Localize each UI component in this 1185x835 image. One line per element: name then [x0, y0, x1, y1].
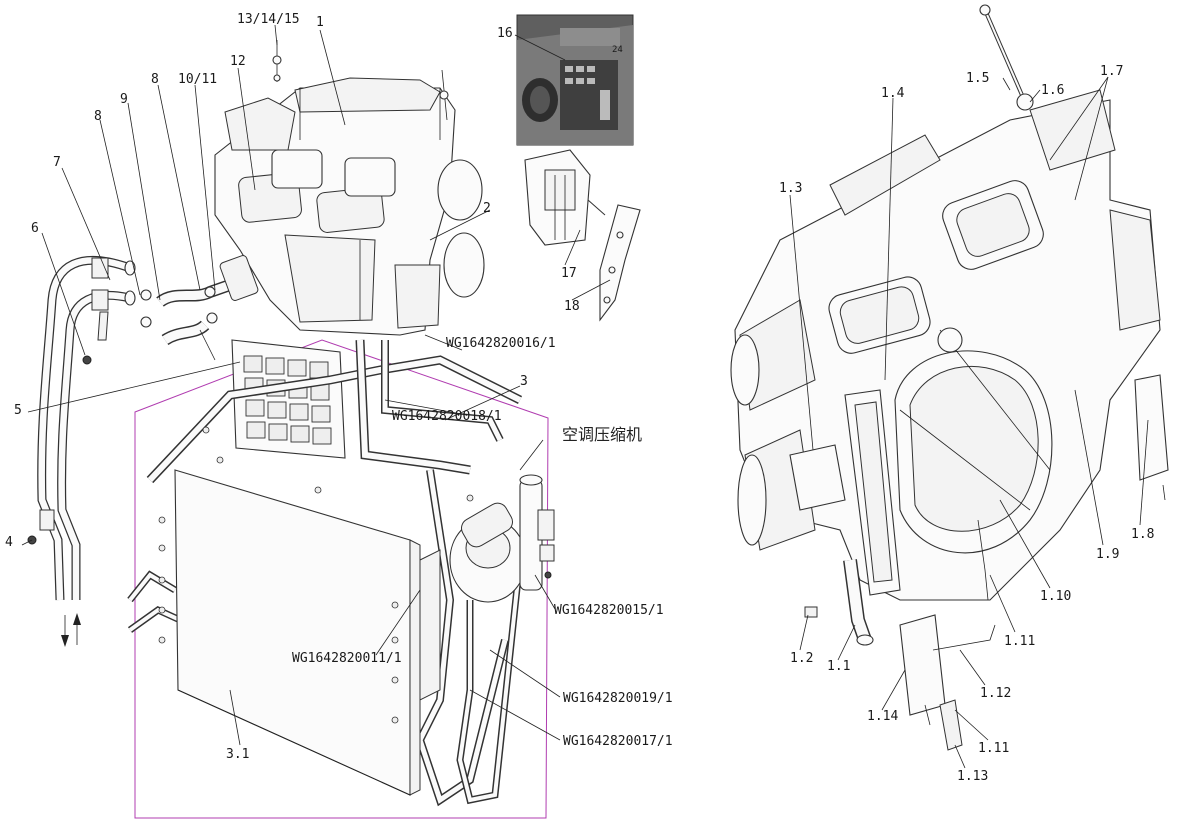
callout-1-5: 1.5 — [966, 71, 989, 86]
inset-number: 24 — [612, 45, 623, 55]
right-leader-lines — [789, 76, 1149, 769]
callout-1-10: 1.10 — [1040, 589, 1071, 604]
callout-9: 9 — [120, 92, 128, 107]
callout-7: 7 — [53, 155, 61, 170]
callout-1-1: 1.1 — [827, 659, 850, 674]
callout-2: 2 — [483, 201, 491, 216]
callout-1-11-b: 1.11 — [978, 741, 1009, 756]
callout-18: 18 — [564, 299, 580, 314]
control-unit — [524, 149, 606, 246]
valve-hoses — [140, 255, 259, 361]
callout-1: 1 — [316, 15, 324, 30]
callout-1-11-a: 1.11 — [1004, 634, 1035, 649]
callout-8-b: 8 — [151, 72, 159, 87]
callout-1-9: 1.9 — [1096, 547, 1119, 562]
heater-hoses — [27, 255, 136, 647]
callout-1-8: 1.8 — [1131, 527, 1154, 542]
part-number-19: WG1642820019/1 — [563, 691, 673, 706]
callout-1-2: 1.2 — [790, 651, 813, 666]
part-number-11: WG1642820011/1 — [292, 651, 402, 666]
callout-1-14: 1.14 — [867, 709, 898, 724]
hvac-housing — [214, 77, 485, 336]
callout-1-7: 1.7 — [1100, 64, 1123, 79]
screw-set — [272, 40, 449, 121]
left-leader-lines — [21, 24, 611, 746]
callout-5: 5 — [14, 403, 22, 418]
callout-1-4: 1.4 — [881, 86, 905, 101]
left-assembly: 24 — [5, 12, 673, 819]
callout-1-3: 1.3 — [779, 181, 802, 196]
callout-13-14-15: 13/14/15 — [237, 12, 300, 27]
callout-1-12: 1.12 — [980, 686, 1011, 701]
cab-photo-inset: 24 — [516, 14, 634, 146]
callout-17: 17 — [561, 266, 577, 281]
callout-1-13: 1.13 — [957, 769, 988, 784]
part-number-15: WG1642820015/1 — [554, 603, 664, 618]
condenser-core — [158, 426, 474, 796]
callout-3-1: 3.1 — [226, 747, 249, 762]
callout-4: 4 — [5, 535, 13, 550]
callout-10-11: 10/11 — [178, 72, 217, 87]
refrigerant-lines — [127, 339, 524, 807]
callout-6: 6 — [31, 221, 39, 236]
part-number-18: WG1642820018/1 — [392, 409, 502, 424]
compressor-label: 空调压缩机 — [562, 425, 642, 444]
callout-8-a: 8 — [94, 109, 102, 124]
right-assembly: 1.5 1.6 1.7 1.4 1.3 1.8 1.9 1.10 1.11 1.… — [730, 4, 1169, 784]
callout-12: 12 — [230, 54, 246, 69]
ac-compressor — [449, 474, 555, 603]
part-number-16: WG1642820016/1 — [446, 336, 556, 351]
callout-16: 16 — [497, 26, 513, 41]
callout-1-6: 1.6 — [1041, 83, 1064, 98]
callout-3: 3 — [520, 374, 528, 389]
air-filter-grille — [231, 339, 346, 459]
part-number-17: WG1642820017/1 — [563, 734, 673, 749]
mounting-bracket — [599, 204, 641, 322]
